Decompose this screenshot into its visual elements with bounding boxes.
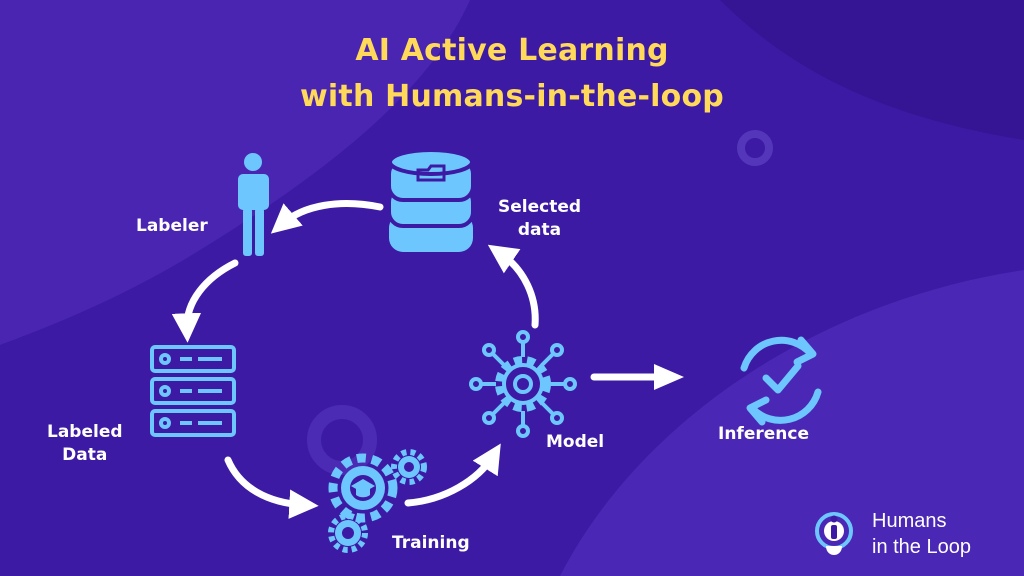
refresh-check-icon [740,336,822,426]
gear-network-icon [469,330,577,438]
brand-name: Humans in the Loop [872,508,971,560]
page-title: AI Active Learning with Humans-in-the-lo… [0,28,1024,120]
database-icon [387,148,475,252]
brand-line-1: Humans [872,510,947,532]
person-icon [238,153,269,256]
arrow-labeler-to-labeled [171,259,239,343]
labeled-data-label: Labeled Data [47,421,123,467]
cycle-arrows [171,200,539,519]
title-line-1: AI Active Learning [355,33,669,68]
selected-data-label: Selected data [498,196,581,242]
arrow-model-to-inference [590,364,684,390]
arrow-selected-to-labeler [270,200,384,234]
selected-data-label-line-1: Selected [498,197,582,217]
selected-data-label-line-2: data [517,220,562,240]
arrow-model-to-selected [487,244,539,329]
arrow-labeled-to-training [224,456,319,519]
labeled-data-label-line-1: Labeled [47,422,123,442]
brand-line-2: in the Loop [872,536,971,558]
labeled-data-label-line-2: Data [62,445,108,465]
info-person-logo [815,512,853,555]
gears-graduation-cap-icon [328,449,427,553]
inference-label: Inference [718,424,809,444]
title-line-2: with Humans-in-the-loop [300,79,724,114]
training-label: Training [392,533,470,553]
labeler-label: Labeler [136,216,208,236]
server-stack-icon [150,345,236,437]
arrow-training-to-model [404,443,501,507]
model-label: Model [546,432,605,452]
